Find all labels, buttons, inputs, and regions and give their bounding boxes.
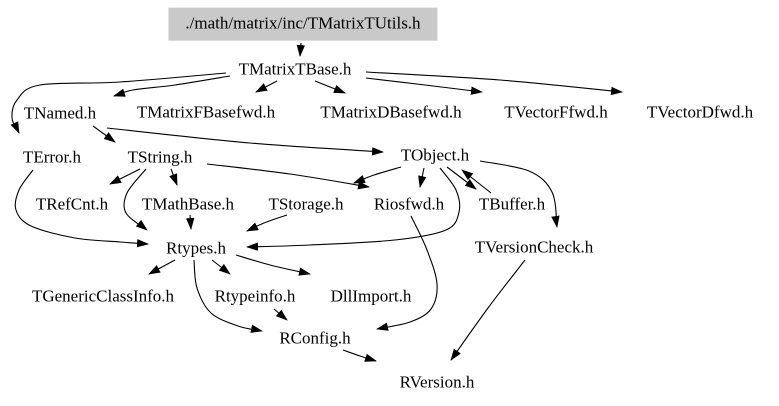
edge-terror-to-rtypes (14, 169, 149, 248)
node-tmatrixtutils: ./math/matrix/inc/TMatrixTUtils.h (168, 7, 438, 41)
node-tmatrixdbasefwd[interactable]: TMatrixDBasefwd.h (320, 102, 462, 122)
edge-tmatrixtbase-to-tmatrixdbasefwd (314, 80, 346, 94)
node-tvectorffwd[interactable]: TVectorFfwd.h (504, 102, 608, 122)
edge-rtypeinfo-to-rconfig (273, 308, 288, 321)
edge-tversioncheck-to-rversion (450, 259, 526, 361)
edge-tstring-to-rtypes (123, 168, 148, 231)
edge-riosfwd-to-rconfig (376, 215, 438, 331)
edge-tobject-to-tstorage (353, 166, 402, 184)
edge-tstorage-to-rtypes (246, 214, 288, 232)
edges-group (10, 42, 623, 362)
node-tvectordfwd[interactable]: TVectorDfwd.h (646, 102, 754, 122)
node-rversion[interactable]: RVersion.h (399, 372, 475, 392)
edge-rtypes-to-dllimport (235, 254, 311, 276)
node-dllimport[interactable]: DllImport.h (330, 286, 412, 306)
edge-tobject-to-rtypes (246, 167, 461, 251)
node-tbuffer[interactable]: TBuffer.h (478, 194, 546, 214)
node-tgenericclassinfo[interactable]: TGenericClassInfo.h (31, 286, 175, 306)
node-tversioncheck[interactable]: TVersionCheck.h (474, 237, 594, 257)
node-terror[interactable]: TError.h (22, 147, 82, 167)
edge-rtypes-to-rtypeinfo (211, 259, 231, 275)
node-rconfig[interactable]: RConfig.h (279, 328, 351, 348)
node-tstorage[interactable]: TStorage.h (268, 194, 344, 214)
node-rtypeinfo[interactable]: Rtypeinfo.h (214, 286, 296, 306)
node-tobject[interactable]: TObject.h (400, 145, 470, 165)
edge-tstring-to-riosfwd (206, 163, 370, 190)
edge-tmatrixtutils-to-tmatrixtbase (296, 42, 306, 57)
node-tnamed[interactable]: TNamed.h (23, 103, 97, 123)
edge-tmatrixtbase-to-tvectorffwd (365, 77, 483, 95)
edge-tobject-to-riosfwd (418, 167, 427, 188)
node-tmathbase[interactable]: TMathBase.h (141, 194, 235, 214)
edge-tstring-to-tmathbase (169, 168, 178, 186)
edge-tmatrixtbase-to-tvectordfwd (365, 71, 623, 96)
node-rtypes[interactable]: Rtypes.h (166, 238, 226, 258)
edge-tmathbase-to-rtypes (186, 214, 195, 230)
edge-tnamed-to-tobject (106, 127, 384, 156)
edge-tstring-to-trefcnt (109, 168, 141, 185)
node-trefcnt[interactable]: TRefCnt.h (35, 194, 109, 214)
edge-rconfig-to-rversion (342, 349, 377, 362)
edge-tmatrixtbase-to-tmatrixfbasefwd (255, 80, 278, 93)
edge-tmatrixtbase-to-terror (10, 72, 227, 134)
edge-tmatrixtbase-to-tnamed (113, 75, 231, 97)
node-riosfwd[interactable]: Riosfwd.h (373, 194, 445, 214)
edge-tbuffer-to-tobject (461, 169, 492, 194)
edge-rtypes-to-rconfig (193, 259, 263, 333)
edge-tnamed-to-tstring (92, 125, 116, 143)
edge-rtypes-to-tgenericclassinfo (148, 259, 176, 275)
node-tmatrixtbase[interactable]: TMatrixTBase.h (238, 59, 352, 79)
edge-tobject-to-tversioncheck (479, 160, 560, 228)
node-tstring[interactable]: TString.h (127, 147, 193, 167)
node-tmatrixfbasefwd[interactable]: TMatrixFBasefwd.h (136, 102, 276, 122)
